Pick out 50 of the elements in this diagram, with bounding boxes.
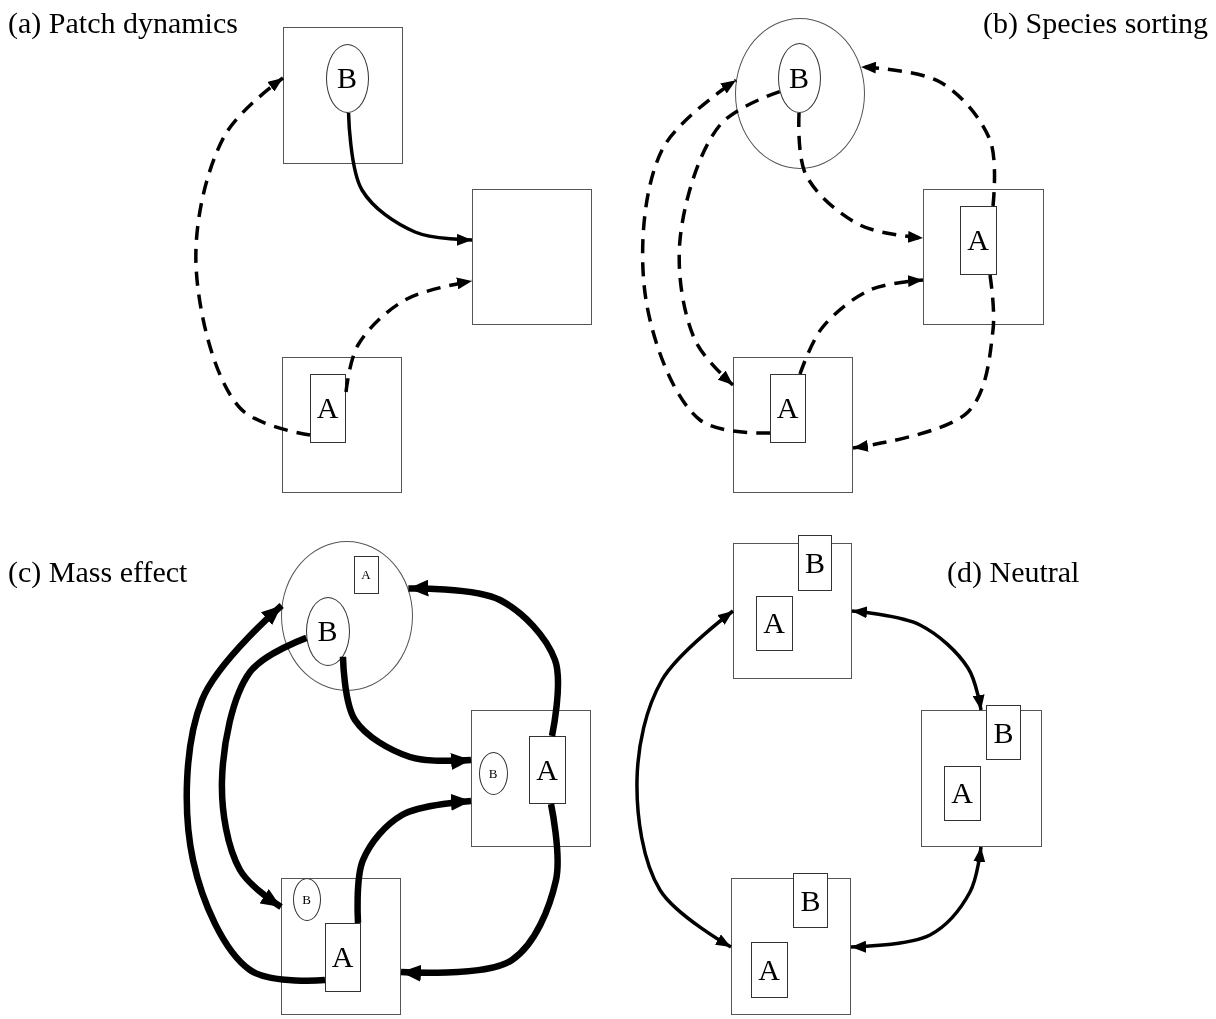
panel-title: (a) Patch dynamics: [8, 8, 238, 38]
species-box: A: [755, 595, 793, 651]
species-ellipse: B: [325, 43, 369, 113]
panel-title: (d) Neutral: [947, 557, 1080, 587]
species-ellipse: B: [777, 42, 821, 113]
arrow: [640, 78, 771, 435]
arrow: [677, 89, 781, 387]
species-box: A: [769, 373, 806, 443]
arrow: [346, 112, 473, 246]
arrow: [339, 656, 472, 770]
arrow: [850, 846, 986, 953]
arrow: [851, 606, 985, 711]
species-box: A: [943, 765, 981, 821]
arrow: [218, 634, 308, 910]
species-box: B: [793, 873, 828, 928]
patch-box: [472, 189, 592, 325]
species-box: A: [959, 205, 997, 275]
arrow: [797, 112, 924, 243]
arrow: [344, 277, 473, 393]
species-box: A: [528, 735, 566, 804]
species-box: A: [353, 555, 379, 594]
patch-box: [731, 878, 851, 1015]
species-box: A: [324, 922, 361, 992]
arrow: [183, 603, 326, 984]
species-box: A: [309, 373, 346, 443]
arrow: [798, 275, 924, 375]
patch-box: [923, 189, 1044, 325]
species-ellipse: B: [478, 751, 508, 795]
arrow: [860, 61, 997, 207]
arrow: [852, 274, 996, 452]
species-box: B: [798, 535, 832, 591]
species-ellipse: B: [305, 596, 350, 666]
patch-box: [283, 27, 403, 164]
patch-box: [282, 357, 402, 493]
patch-box: [921, 710, 1042, 847]
species-box: A: [750, 941, 788, 998]
species-box: B: [986, 705, 1021, 760]
arrow: [635, 609, 735, 949]
arrow: [194, 76, 311, 437]
patch-box: [281, 878, 401, 1015]
patch-box: [733, 543, 852, 679]
patch-box: [471, 710, 591, 847]
arrow: [400, 803, 561, 982]
panel-title: (b) Species sorting: [983, 8, 1208, 38]
arrow: [354, 793, 472, 924]
patch-circle: [735, 18, 865, 169]
panel-title: (c) Mass effect: [8, 557, 188, 587]
arrow: [408, 579, 562, 737]
patch-box: [733, 357, 853, 493]
species-ellipse: B: [292, 877, 321, 921]
